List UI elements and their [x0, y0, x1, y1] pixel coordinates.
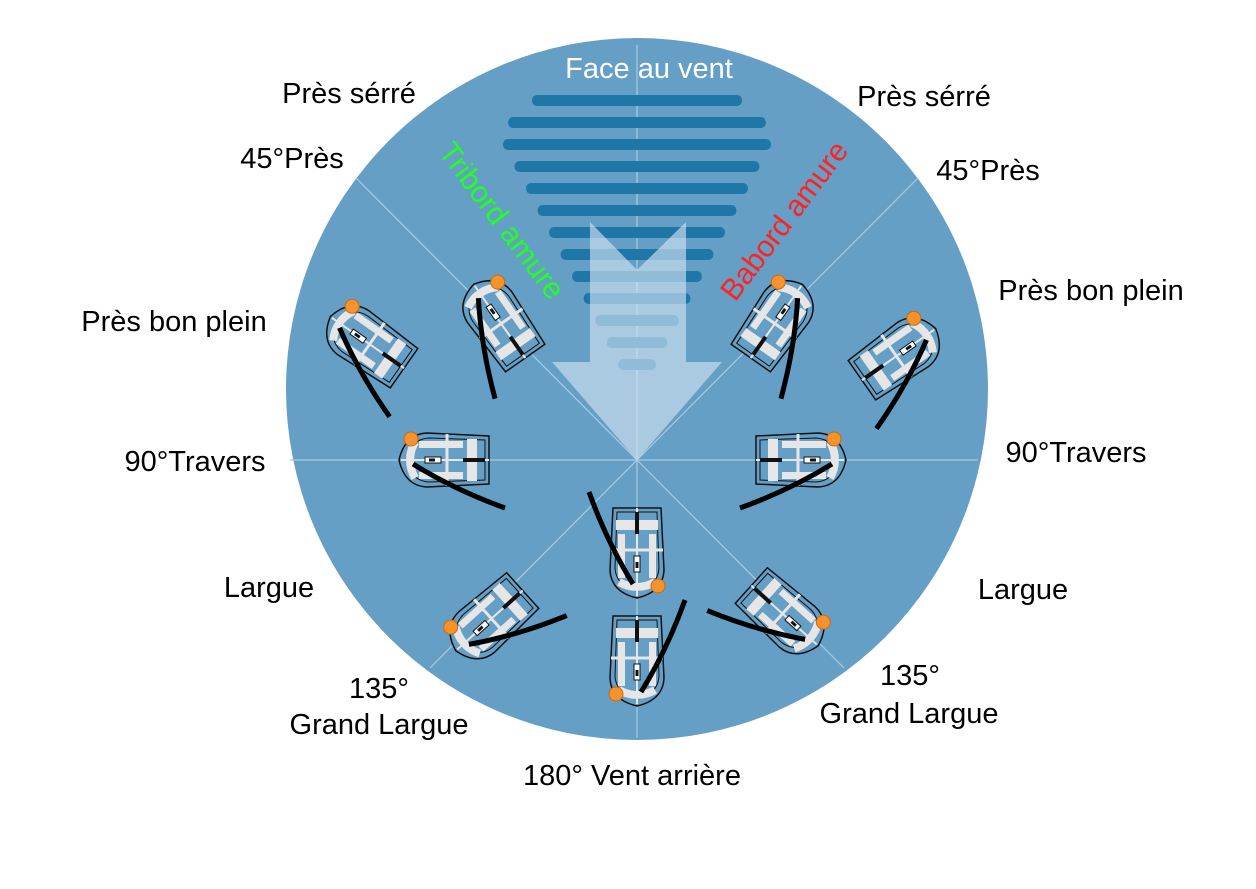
label-largue-left: Largue	[224, 572, 314, 604]
no-go-stripe	[532, 95, 742, 106]
no-go-stripe	[526, 183, 748, 194]
no-go-stripe	[503, 139, 771, 150]
wind-origin-label: Face au vent	[565, 53, 733, 85]
label-largue-right: Largue	[978, 574, 1068, 606]
label-grand-largue-right: Grand Largue	[820, 698, 999, 730]
label-pres-bon-plein-right: Près bon plein	[998, 275, 1183, 307]
label-pres-serre-right: Près sérré	[857, 81, 991, 113]
no-go-stripe	[549, 227, 725, 238]
label-45-pres-right: 45°Près	[936, 155, 1039, 187]
label-135-left: 135°	[349, 673, 409, 705]
label-vent-arriere: 180° Vent arrière	[523, 760, 741, 792]
label-45-pres-left: 45°Près	[240, 143, 343, 175]
left-labels: Près sérré 45°Près Près bon plein 90°Tra…	[81, 78, 468, 741]
no-go-stripe	[508, 117, 766, 128]
no-go-stripe	[514, 161, 760, 172]
label-135-right: 135°	[880, 660, 940, 692]
right-labels: Près sérré 45°Près Près bon plein 90°Tra…	[820, 81, 1184, 730]
label-grand-largue-left: Grand Largue	[290, 709, 469, 741]
label-travers-left: 90°Travers	[124, 446, 265, 478]
no-go-stripe	[560, 249, 714, 260]
no-go-stripe	[537, 205, 737, 216]
wind-arrow	[552, 222, 722, 460]
label-travers-right: 90°Travers	[1005, 437, 1146, 469]
label-pres-bon-plein-left: Près bon plein	[81, 306, 266, 338]
label-pres-serre-left: Près sérré	[282, 78, 416, 110]
